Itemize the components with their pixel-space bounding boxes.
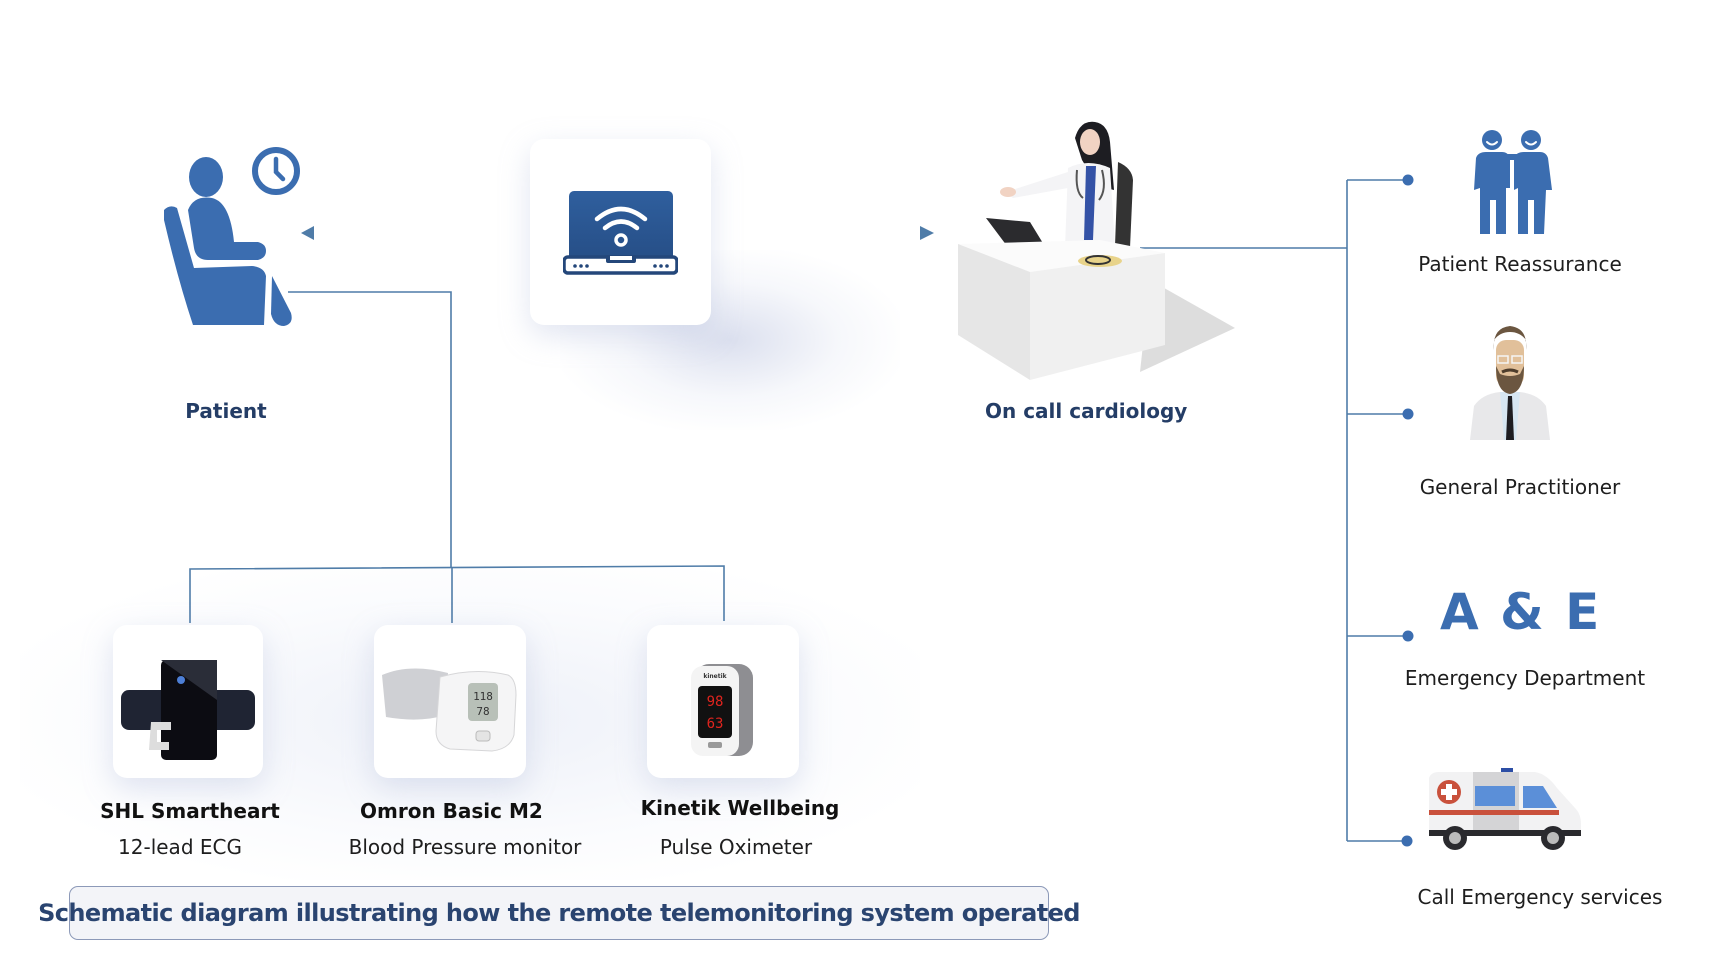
hub-card: [530, 139, 711, 325]
bp-sys-readout: 118: [473, 690, 493, 703]
pulse-oximeter-icon: kinetik 98 63: [691, 664, 753, 756]
device-type-oximeter: Pulse Oximeter: [659, 835, 813, 859]
outcome-label-gp: General Practitioner: [1419, 475, 1621, 499]
arrow-head-right: [920, 226, 934, 240]
outcome-dot-3: [1402, 630, 1414, 642]
bp-dia-readout: 78: [476, 705, 489, 718]
outcome-label-emergency-services: Call Emergency services: [1417, 885, 1663, 909]
device-type-bp: Blood Pressure monitor: [348, 835, 582, 859]
blood-pressure-monitor-icon: 118 78: [382, 668, 517, 752]
patient-node: [160, 150, 300, 334]
patient-seated-icon: [164, 157, 292, 326]
caption-text: Schematic diagram illustrating how the r…: [38, 899, 1080, 927]
caption-box: Schematic diagram illustrating how the r…: [38, 886, 1080, 940]
svg-text:kinetik: kinetik: [703, 673, 727, 680]
device-card-bp: 118 78: [374, 625, 526, 778]
patient-connector: [288, 291, 452, 567]
cardiology-label: On call cardiology: [985, 399, 1188, 423]
device-name-oximeter: Kinetik Wellbeing: [640, 796, 840, 820]
spo2-readout: 98: [707, 694, 724, 710]
pulse-readout: 63: [707, 716, 724, 732]
outcome-dot-1: [1402, 174, 1414, 186]
patient-label: Patient: [185, 399, 267, 423]
devices-bus: [189, 565, 725, 623]
clock-icon: [250, 145, 302, 201]
device-name-bp: Omron Basic M2: [360, 799, 543, 823]
outcome-label-reassurance: Patient Reassurance: [1418, 252, 1622, 276]
device-type-ecg: 12-lead ECG: [118, 835, 242, 859]
device-card-ecg: [113, 625, 263, 778]
laptop-wifi-icon: [563, 191, 678, 275]
outcome-label-emergency-dept: Emergency Department: [1404, 666, 1646, 690]
device-name-ecg: SHL Smartheart: [100, 799, 280, 823]
doctor-at-desk-icon: [950, 120, 1240, 380]
device-card-oximeter: kinetik 98 63: [647, 625, 799, 778]
ae-heading: A & E: [1440, 583, 1602, 641]
gp-doctor-icon: [1460, 320, 1560, 444]
two-people-icon: [1468, 128, 1558, 242]
ecg-device-icon: [121, 660, 255, 760]
outcome-dot-4: [1401, 835, 1413, 847]
outcome-dot-2: [1402, 408, 1414, 420]
arrow-head-left: [301, 226, 314, 240]
ambulance-icon: [1425, 768, 1585, 862]
